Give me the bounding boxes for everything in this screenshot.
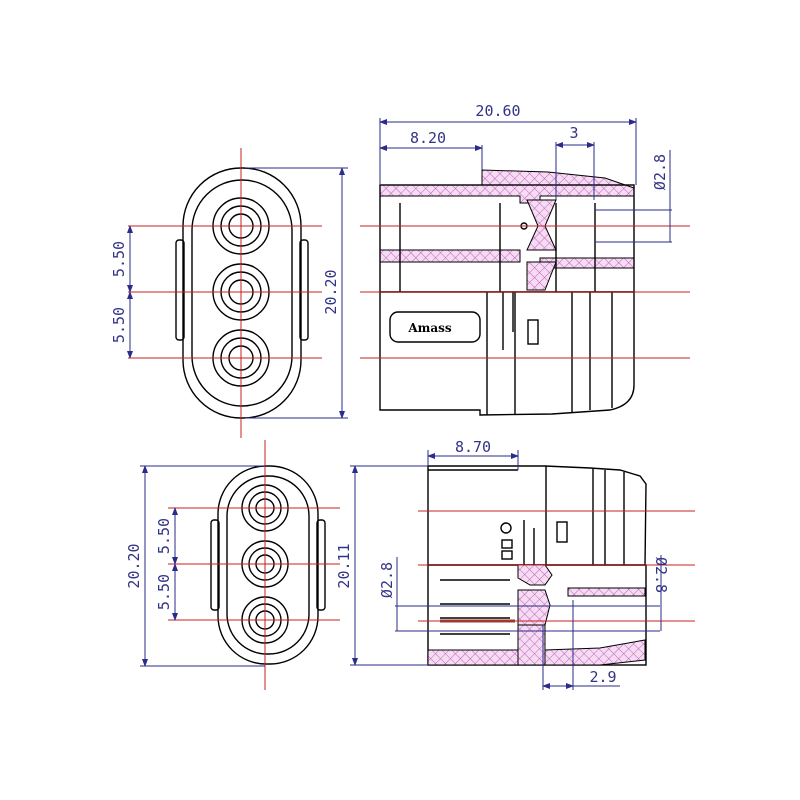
- dim-pin-depth: 3: [569, 124, 578, 142]
- dim-pin-depth: 2.9: [589, 668, 616, 686]
- bottom-front-view: 20.20 5.50 5.50: [125, 440, 340, 690]
- centerlines: [418, 510, 695, 622]
- housing-outline: [182, 167, 302, 419]
- dim-pitch-upper: 5.50: [155, 518, 173, 554]
- centerlines: [128, 148, 322, 438]
- dim-body: 8.70: [455, 438, 491, 456]
- dim-pitch-upper: 5.50: [110, 241, 128, 277]
- dim-pin-diameter-right: Ø2.8: [652, 557, 670, 593]
- centerlines: [360, 225, 690, 359]
- dim-pitch-lower: 5.50: [110, 307, 128, 343]
- dim-body: 8.20: [410, 129, 446, 147]
- brand-logo-badge: [389, 311, 481, 343]
- dim-height: 20.20: [322, 269, 340, 314]
- top-side-view: Amass 20.60 8.20 3 Ø2.8: [360, 102, 690, 416]
- centerlines: [168, 440, 340, 690]
- dim-pitch-lower: 5.50: [155, 574, 173, 610]
- bottom-side-view: 8.70 20.11 Ø2.8 Ø2.8 2.9: [335, 438, 695, 690]
- dim-pin-diameter: Ø2.8: [651, 154, 669, 190]
- dim-height: 20.20: [125, 543, 143, 588]
- top-front-view: 20.20 5.50 5.50: [110, 148, 348, 438]
- dim-pin-diameter-left: Ø2.8: [378, 562, 396, 598]
- brand-logo-text: Amass: [407, 321, 452, 335]
- dim-height: 20.11: [335, 543, 353, 588]
- dim-length: 20.60: [475, 102, 520, 120]
